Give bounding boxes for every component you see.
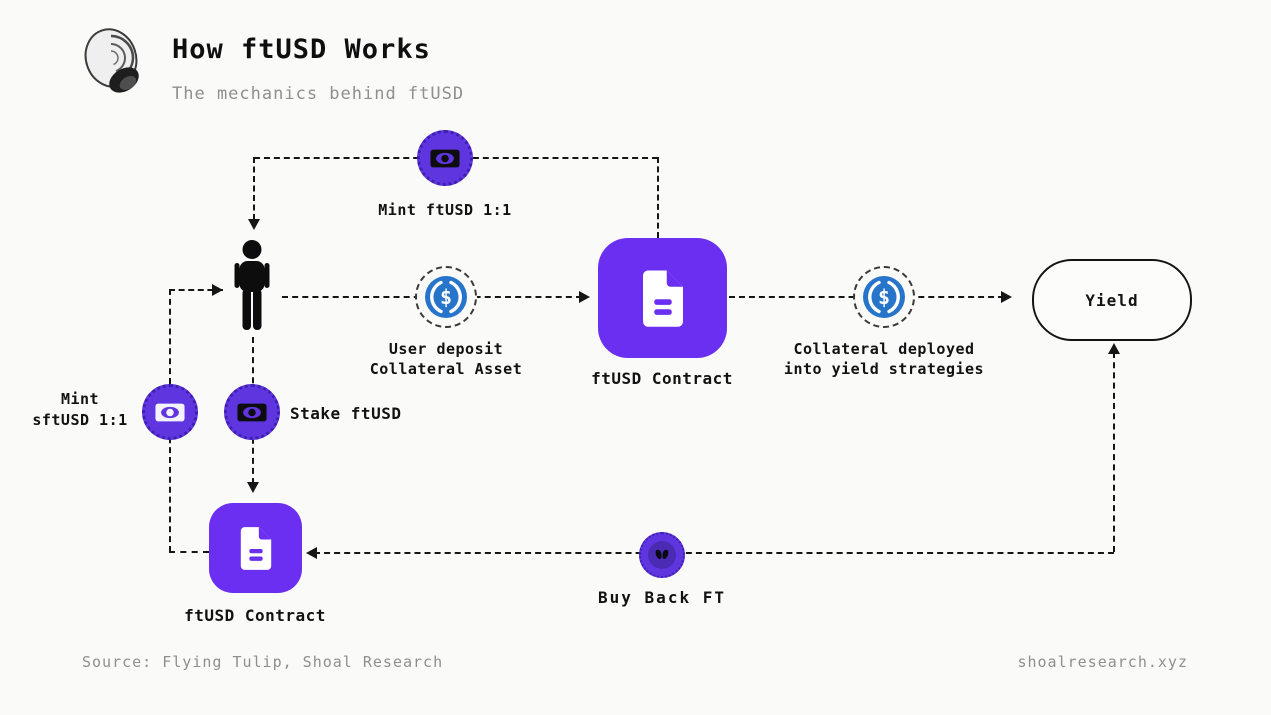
ft-token-inner — [648, 541, 676, 569]
banknote-coin-icon — [417, 130, 473, 186]
banknote-coin-icon — [224, 384, 280, 440]
line-buyback-bottom — [314, 552, 1114, 554]
line-mint-sftusd-to-user — [169, 289, 223, 291]
user-deposit-line2: Collateral Asset — [369, 359, 523, 378]
contract-bottom-box — [209, 503, 302, 593]
user-deposit-line1: User deposit — [388, 340, 504, 358]
collateral-line1: Collateral deployed — [793, 340, 975, 358]
arrow-into-contract-top — [579, 291, 590, 303]
arrow-into-user-top — [248, 219, 260, 230]
person-icon — [230, 240, 274, 332]
yield-label: Yield — [1085, 290, 1139, 310]
stake-ftusd-label: Stake ftUSD — [290, 404, 402, 423]
shell-logo — [84, 26, 146, 100]
website-text: shoalresearch.xyz — [1017, 653, 1188, 671]
document-icon — [642, 270, 683, 327]
arrow-into-yield-bottom — [1108, 343, 1120, 354]
usdc-coin-icon: $ — [415, 266, 477, 328]
contract-top-label: ftUSD Contract — [591, 369, 733, 388]
ft-butterfly-icon — [639, 532, 685, 578]
banknote-coin-light-icon — [142, 384, 198, 440]
line-mint-ftusd-down-to-user — [253, 157, 255, 220]
mint-sftusd-line1: Mint — [60, 390, 100, 408]
collateral-line2: into yield strategies — [783, 359, 985, 378]
svg-text:$: $ — [878, 285, 890, 309]
svg-text:$: $ — [440, 285, 452, 309]
collateral-deployed-label: Collateral deployed into yield strategie… — [774, 340, 994, 379]
contract-top-box — [598, 238, 727, 358]
page-subtitle: The mechanics behind ftUSD — [172, 84, 465, 104]
contract-bottom-label: ftUSD Contract — [184, 606, 326, 625]
buyback-label: Buy Back FT — [598, 588, 726, 607]
arrow-into-yield-left — [1001, 291, 1012, 303]
mint-sftusd-line2: sftUSD 1:1 — [32, 411, 128, 429]
page-title: How ftUSD Works — [172, 34, 431, 65]
line-yield-vertical — [1113, 352, 1115, 552]
arrow-into-contract-bottom-right — [306, 547, 317, 559]
user-deposit-label: User deposit Collateral Asset — [336, 340, 556, 379]
arrow-into-contract-bottom-top — [247, 482, 259, 493]
usdc-coin-icon: $ — [853, 266, 915, 328]
yield-node: Yield — [1032, 259, 1192, 341]
arrow-into-user-left — [212, 284, 223, 296]
source-text: Source: Flying Tulip, Shoal Research — [82, 653, 444, 671]
mint-sftusd-label: Mint sftUSD 1:1 — [10, 389, 150, 431]
line-contract-top-up — [657, 157, 659, 238]
mint-ftusd-label: Mint ftUSD 1:1 — [378, 201, 512, 219]
line-contract-bottom-to-mint-sftusd — [169, 551, 209, 553]
document-icon — [240, 527, 271, 570]
